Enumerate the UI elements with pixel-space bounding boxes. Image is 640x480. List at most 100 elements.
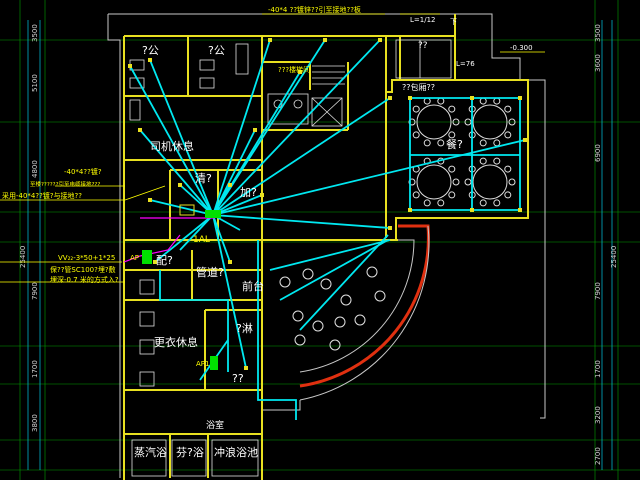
dim-left-5: 7900	[31, 282, 39, 300]
dining-chair	[412, 191, 420, 199]
feeder-line	[123, 234, 181, 263]
room-sauna: 芬?浴	[176, 446, 204, 459]
curved-facade-outer	[299, 225, 430, 401]
outlet-mark	[228, 260, 232, 264]
left-spec-note-3: 埋深-0.7 米的方式入?	[50, 275, 119, 284]
room-stair: ???楼梯间	[278, 65, 310, 74]
dining-chair	[423, 97, 431, 105]
dining-chair	[508, 178, 516, 186]
dim-left-3: 4800	[31, 160, 39, 178]
dim-right-5: 7900	[594, 282, 602, 300]
fixtures	[129, 43, 259, 477]
dining-chair	[479, 139, 487, 147]
outlet-mark	[518, 208, 522, 212]
dim-left-6: 1700	[31, 360, 39, 378]
room-front-desk: 前台	[242, 279, 264, 293]
curved-facade	[299, 224, 430, 388]
dim-right-8: 2700	[594, 447, 602, 465]
dim-left-2: 5100	[31, 74, 39, 92]
dim-left-7: 3800	[31, 414, 39, 432]
top-flag-note: 下	[450, 18, 457, 26]
dining-chair	[412, 131, 420, 139]
dining-chair	[448, 105, 456, 113]
dining-table	[416, 164, 452, 200]
outlet-mark	[178, 183, 182, 187]
dining-table	[472, 104, 508, 140]
dining-chair	[437, 139, 445, 147]
room-add: 加?	[240, 186, 257, 199]
dim-right-7: 3200	[594, 406, 602, 424]
outlet-mark	[148, 198, 152, 202]
cable-runs	[129, 39, 526, 420]
dining-chair	[408, 178, 416, 186]
lounge-chair	[292, 310, 304, 322]
room-driver-rest: 司机休息	[150, 139, 194, 153]
outlet-mark	[518, 96, 522, 100]
lounge-chair	[340, 294, 352, 306]
dim-left-total: 25400	[19, 246, 27, 268]
dim-right-3: 6900	[594, 144, 602, 162]
curved-facade-inner	[299, 239, 415, 373]
dining-chair	[493, 199, 501, 207]
dining-chair	[437, 97, 445, 105]
room-shower: ?淋	[236, 322, 253, 335]
dim-right-1: 3500	[594, 24, 602, 42]
walls	[123, 14, 529, 480]
outlet-mark	[388, 226, 392, 230]
dining-chair	[408, 118, 416, 126]
lounge-chair	[279, 276, 291, 288]
dining-chair	[448, 165, 456, 173]
dining-chair	[464, 178, 472, 186]
dining-table	[416, 104, 452, 140]
right-len-note: L=76	[456, 60, 475, 68]
mid-cable-note-2: 至楼??????引至电缆接地???	[30, 180, 100, 188]
outlet-mark	[408, 208, 412, 212]
outlet-marks	[128, 38, 527, 370]
panels	[142, 204, 221, 370]
right-elev-note: -0.300	[510, 44, 533, 52]
dining-chair	[508, 118, 516, 126]
dining-chair	[464, 118, 472, 126]
ap1-label: AP1	[196, 360, 209, 368]
outlet-mark	[260, 193, 264, 197]
room-wc-men: ?公	[142, 44, 159, 57]
lounge-chair	[294, 334, 306, 346]
dimension-ticks	[27, 20, 613, 470]
outlet-mark	[153, 260, 157, 264]
lobby-seating	[279, 266, 386, 351]
outlet-mark	[228, 183, 232, 187]
dim-right-6: 1700	[594, 360, 602, 378]
left-spec-note-2: 保??管SC100?埋?敷	[50, 265, 116, 274]
room-private: ??包厢??	[402, 82, 435, 92]
dining-chair	[479, 97, 487, 105]
lounge-chair	[312, 320, 324, 332]
room-mgmt: 管道?	[196, 265, 224, 279]
lounge-chair	[329, 339, 341, 351]
top-cable-note: -40*4 ??镀锌??引至接地??板	[268, 5, 361, 14]
dining-chair	[493, 157, 501, 165]
room-changing: 更衣休息	[154, 335, 198, 349]
dining-chair	[504, 165, 512, 173]
dining-chair	[493, 139, 501, 147]
outlet-mark	[388, 96, 392, 100]
dining-chair	[448, 191, 456, 199]
outlet-mark	[253, 128, 257, 132]
left-spec-note-1: VV₂₂-3*50+1*25	[58, 254, 115, 262]
dining-chair	[412, 105, 420, 113]
outlet-mark	[408, 96, 412, 100]
room-kitchen-store: 配?	[156, 254, 173, 267]
outlet-mark	[470, 208, 474, 212]
room-bath: 浴室	[206, 419, 224, 431]
outlet-mark	[148, 58, 152, 62]
dining-chair	[423, 199, 431, 207]
room-pool: 冲浪浴池	[214, 445, 258, 459]
outlet-mark	[298, 70, 302, 74]
dining-chair	[423, 139, 431, 147]
annotation-leaders	[0, 13, 545, 283]
room-dining: 餐?	[446, 137, 463, 151]
outlet-mark	[244, 366, 248, 370]
room-center: 1AL	[193, 235, 210, 245]
